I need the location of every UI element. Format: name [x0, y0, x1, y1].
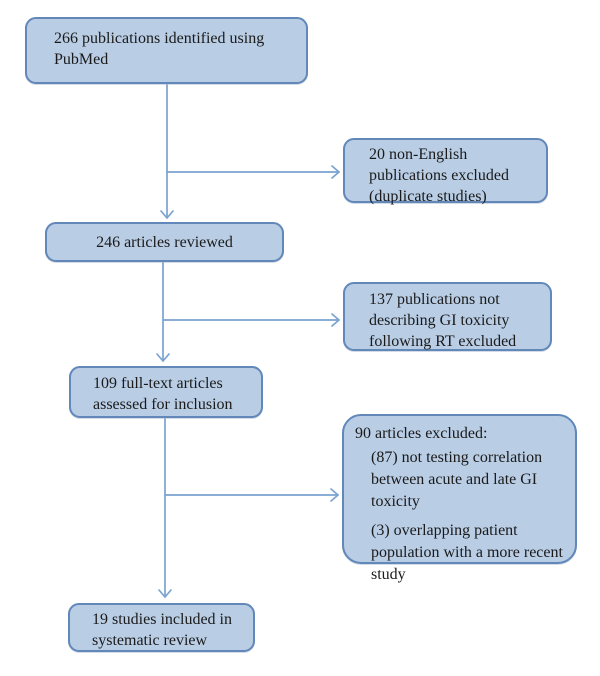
arrowhead-down-1 [160, 210, 174, 219]
box-not-describing-excluded: 137 publications not describing GI toxic… [343, 282, 552, 351]
arrowhead-right-3 [330, 488, 339, 502]
box-articles-reviewed: 246 articles reviewed [45, 222, 284, 262]
arrowhead-right-2 [331, 313, 340, 327]
box-non-english-excluded: 20 non-English publications excluded (du… [343, 138, 548, 205]
excluded90-heading: 90 articles excluded: [355, 425, 488, 442]
arrowhead-down-2 [156, 353, 170, 362]
box-fulltext-assessed: 109 full-text articles assessed for incl… [69, 366, 263, 418]
excluded90-item-overlapping: (3) overlapping patient population with … [371, 522, 563, 583]
box-90-articles-excluded: 90 articles excluded: (87) not testing c… [342, 414, 577, 583]
arrowhead-down-3 [158, 589, 172, 598]
box-publications-identified: 266 publications identified using PubMed [25, 17, 308, 84]
box-studies-included: 19 studies included in systematic review [68, 603, 255, 652]
excluded90-item-not-testing: (87) not testing correlation between acu… [371, 449, 543, 510]
arrowhead-right-1 [331, 165, 340, 179]
